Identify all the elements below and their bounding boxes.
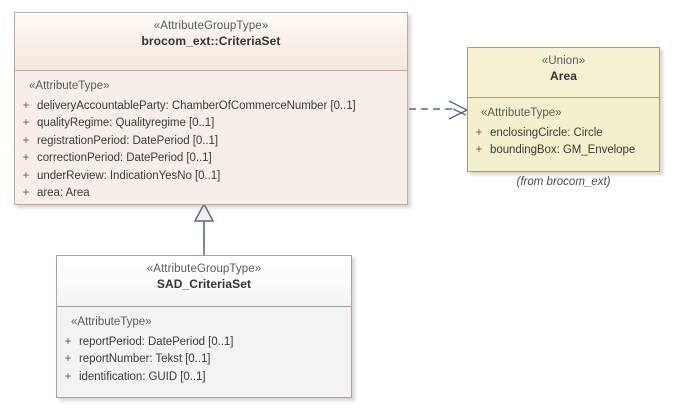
- attribute-text: qualityRegime: Qualityregime [0..1]: [37, 117, 215, 130]
- compartment-stereotype: «AttributeType»: [29, 80, 110, 92]
- attribute-row[interactable]: + identification: GUID [0..1]: [57, 369, 351, 386]
- class-header: «AttributeGroupType» SAD_CriteriaSet: [57, 256, 351, 307]
- attribute-text: deliveryAccountableParty: ChamberOfComme…: [37, 99, 356, 112]
- class-name: Area: [549, 68, 578, 83]
- class-stereotype: «Union»: [541, 55, 586, 67]
- visibility-marker: +: [64, 370, 72, 383]
- visibility-marker: +: [22, 117, 30, 130]
- visibility-marker: +: [64, 353, 72, 366]
- attributes-compartment: «AttributeType» + deliveryAccountablePar…: [15, 71, 407, 204]
- attribute-row[interactable]: + enclosingCircle: Circle: [468, 125, 659, 142]
- attribute-text: registrationPeriod: DatePeriod [0..1]: [37, 134, 218, 147]
- class-box-area[interactable]: «Union» Area «AttributeType» + enclosing…: [467, 47, 660, 172]
- class-header: «AttributeGroupType» brocom_ext::Criteri…: [15, 13, 407, 71]
- attribute-row[interactable]: + reportPeriod: DatePeriod [0..1]: [57, 334, 351, 351]
- attribute-row[interactable]: + underReview: IndicationYesNo [0..1]: [15, 168, 407, 185]
- attribute-text: underReview: IndicationYesNo [0..1]: [37, 169, 221, 182]
- class-box-sad-criteriaset[interactable]: «AttributeGroupType» SAD_CriteriaSet «At…: [56, 255, 352, 398]
- visibility-marker: +: [22, 187, 30, 200]
- attributes-compartment: «AttributeType» + enclosingCircle: Circl…: [468, 98, 659, 171]
- class-box-brocom-ext-criteriaset[interactable]: «AttributeGroupType» brocom_ext::Criteri…: [14, 12, 408, 205]
- attribute-row[interactable]: + boundingBox: GM_Envelope: [468, 142, 659, 159]
- class-name: brocom_ext::CriteriaSet: [141, 33, 281, 48]
- visibility-marker: +: [475, 144, 483, 157]
- compartment-stereotype: «AttributeType»: [71, 316, 152, 328]
- attribute-text: boundingBox: GM_Envelope: [490, 144, 636, 157]
- attributes-compartment: «AttributeType» + reportPeriod: DatePeri…: [57, 307, 351, 397]
- visibility-marker: +: [22, 99, 30, 112]
- attribute-text: reportPeriod: DatePeriod [0..1]: [79, 335, 234, 348]
- class-stereotype: «AttributeGroupType»: [153, 20, 269, 32]
- attribute-text: area: Area: [37, 187, 90, 200]
- visibility-marker: +: [22, 134, 30, 147]
- dependency-connector: [409, 100, 469, 120]
- attribute-row[interactable]: + correctionPeriod: DatePeriod [0..1]: [15, 150, 407, 167]
- class-name: SAD_CriteriaSet: [156, 276, 252, 291]
- generalization-connector: [193, 202, 215, 255]
- class-stereotype: «AttributeGroupType»: [146, 263, 262, 275]
- attribute-row[interactable]: + area: Area: [15, 185, 407, 202]
- attribute-text: reportNumber: Tekst [0..1]: [79, 353, 211, 366]
- visibility-marker: +: [64, 335, 72, 348]
- visibility-marker: +: [22, 169, 30, 182]
- visibility-marker: +: [475, 126, 483, 139]
- class-header: «Union» Area: [468, 48, 659, 98]
- attribute-row[interactable]: + deliveryAccountableParty: ChamberOfCom…: [15, 98, 407, 115]
- attribute-row[interactable]: + reportNumber: Tekst [0..1]: [57, 351, 351, 368]
- visibility-marker: +: [22, 152, 30, 165]
- from-package-label: (from brocom_ext): [516, 176, 611, 188]
- attribute-text: enclosingCircle: Circle: [490, 126, 603, 139]
- attribute-text: identification: GUID [0..1]: [79, 370, 206, 383]
- attribute-row[interactable]: + qualityRegime: Qualityregime [0..1]: [15, 115, 407, 132]
- attribute-row[interactable]: + registrationPeriod: DatePeriod [0..1]: [15, 133, 407, 150]
- attribute-text: correctionPeriod: DatePeriod [0..1]: [37, 152, 212, 165]
- compartment-stereotype: «AttributeType»: [481, 107, 562, 119]
